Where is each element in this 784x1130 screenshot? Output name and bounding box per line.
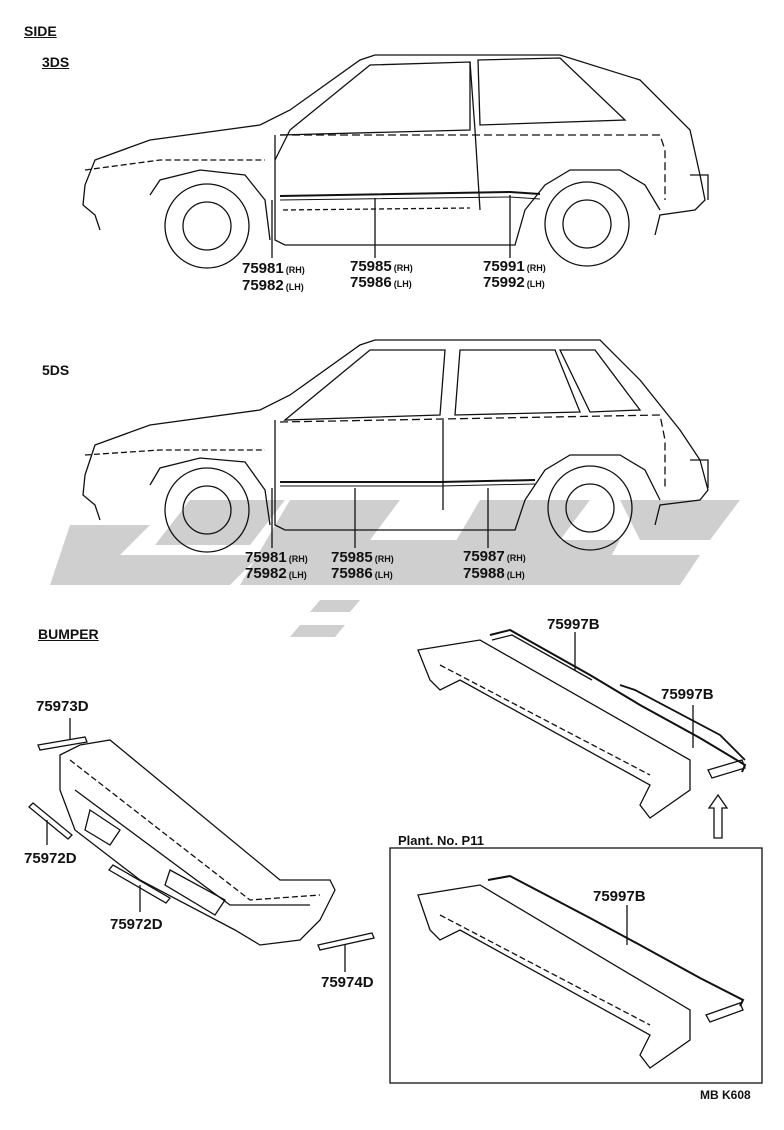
section-3ds-heading: 3DS [42,54,70,70]
part-label: 75982(LH) [242,277,304,294]
part-label: 75988(LH) [463,565,525,582]
plant-box [389,847,763,1084]
part-label: 75974D [321,974,374,991]
part-label: 75981(RH) [242,260,305,277]
car-3ds-rear-wheel [544,181,630,267]
car-3ds-body [84,54,706,236]
reference-code: MB K608 [700,1088,751,1102]
part-label: 75972D [24,850,77,867]
part-label: 75986(LH) [331,565,393,582]
part-label: 75985(RH) [350,258,413,275]
car-5ds-front-wheel [164,467,250,553]
part-label: 75997B [661,686,714,703]
part-label: 75972D [110,916,163,933]
front-bumper [59,739,336,946]
part-label: 75981(RH) [245,549,308,566]
car-5ds-body [84,339,709,526]
plant-label: Plant. No. P11 [398,833,484,848]
car-3ds-front-wheel [164,183,250,269]
part-label: 75987(RH) [463,548,526,565]
rear-bumper [417,639,691,819]
part-label: 75973D [36,698,89,715]
section-side-heading: SIDE [24,23,57,39]
plant-rear-bumper [417,884,691,1069]
part-label: 75985(RH) [331,549,394,566]
part-label: 75997B [593,888,646,905]
car-5ds-rear-wheel [547,465,633,551]
part-label: 75991(RH) [483,258,546,275]
part-label: 75986(LH) [350,274,412,291]
section-bumper-heading: BUMPER [38,626,99,642]
section-5ds-heading: 5DS [42,362,70,378]
part-label: 75992(LH) [483,274,545,291]
part-label: 75982(LH) [245,565,307,582]
part-label: 75997B [547,616,600,633]
